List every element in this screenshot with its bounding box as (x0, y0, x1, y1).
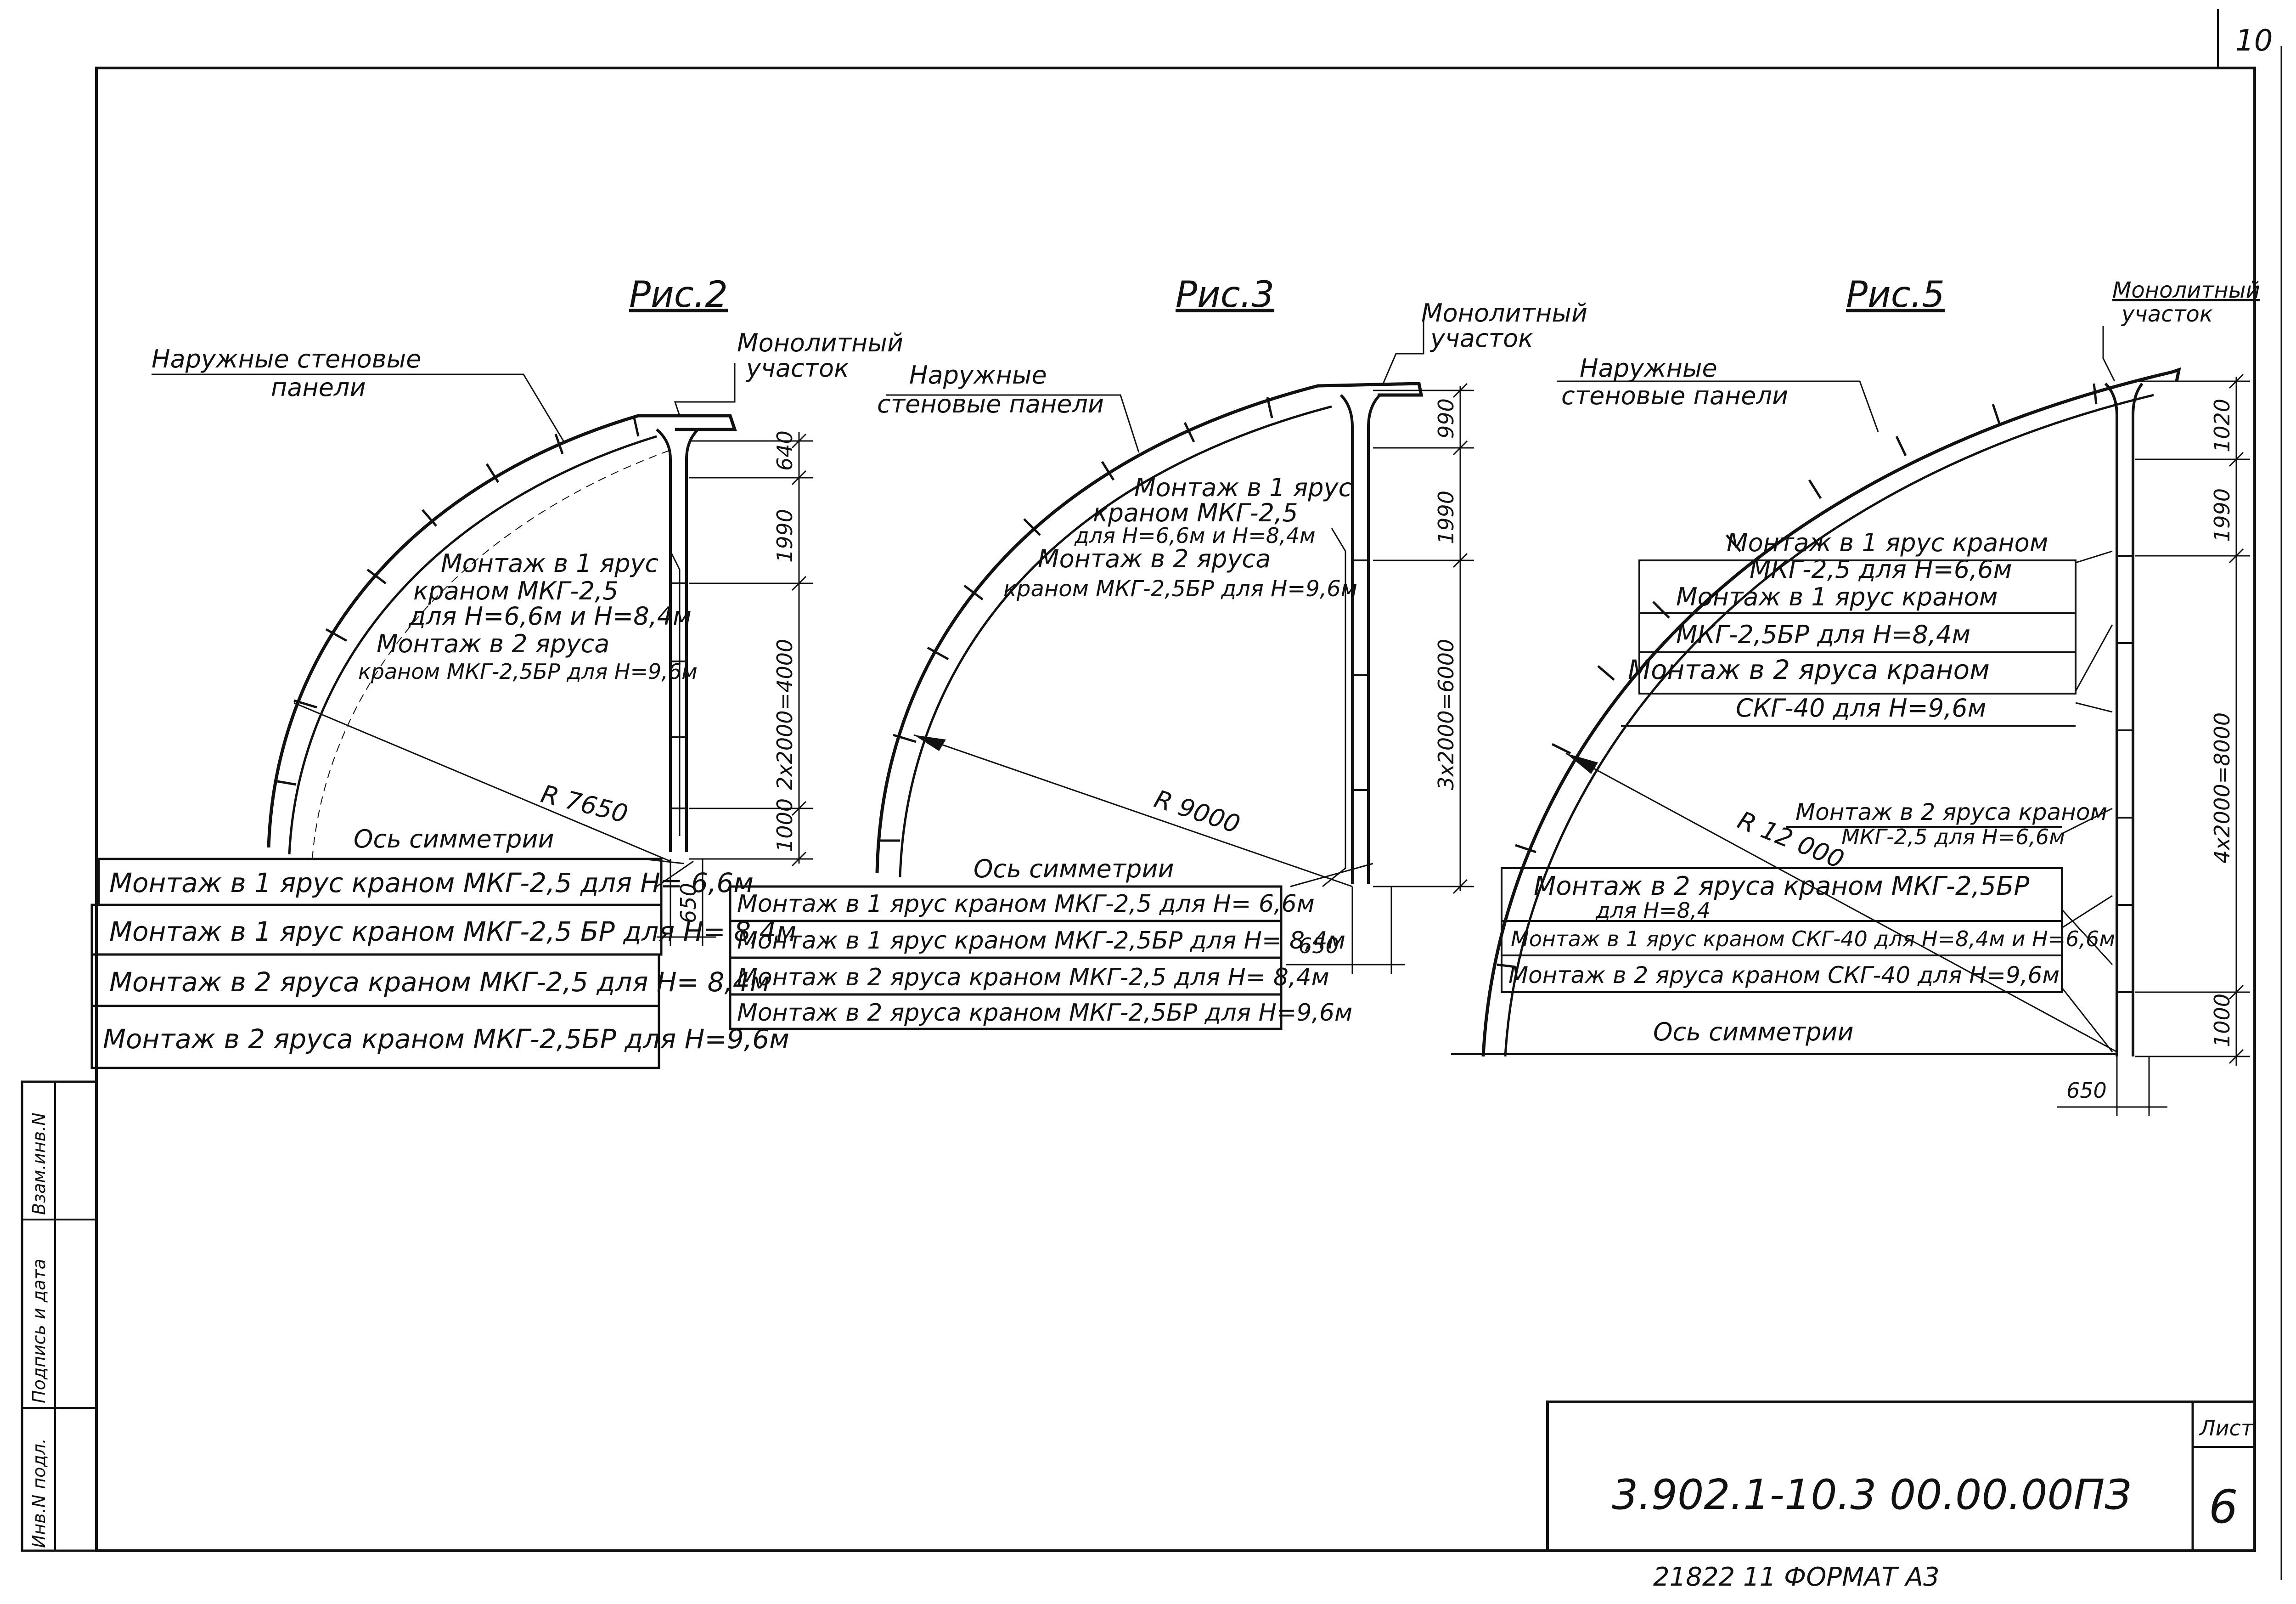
fig2-mono-2: участок (745, 354, 849, 383)
fig3-axis-label: Ось симметрии (974, 854, 1174, 883)
fig5-block-row-1: Монтаж в 1 ярус краном (1727, 528, 2048, 557)
fig2-drawing (152, 363, 813, 946)
fig2-wall-label-2: панели (271, 373, 366, 402)
fig3-mount-1: Монтаж в 1 ярус (1134, 473, 1352, 502)
fig3-row-1: Монтаж в 1 ярус краном МКГ-2,5 для H= 6,… (737, 890, 1315, 918)
fig3-mount-3: для H=6,6м и H=8,4м (1074, 523, 1316, 548)
side-stamp (21, 1080, 98, 1552)
fig5-row-2: для H=8,4 (1595, 898, 1711, 923)
fig2-mono-1: Монолитный (737, 328, 903, 357)
fig5-table (1501, 826, 2063, 993)
fig3-wall-label-2: стеновые панели (877, 390, 1104, 418)
sheet-frame (95, 9, 2282, 1580)
fig3-dim-main: 3x2000=6000 (1434, 639, 1458, 790)
fig2-row-4: Монтаж в 2 яруса краном МКГ-2,5БР для H=… (103, 1023, 789, 1055)
stamp-replace-label: Взам.инв.N (29, 1113, 49, 1215)
fig3-mono-1: Монолитный (1421, 299, 1587, 328)
fig2-mount-1: Монтаж в 1 ярус (441, 549, 658, 578)
fig5-wall-label-2: стеновые панели (1561, 381, 1788, 410)
fig3-mount-4: Монтаж в 2 яруса (1038, 544, 1271, 573)
fig3-title: Рис.3 (1176, 274, 1274, 316)
title-block (1546, 1401, 2256, 1552)
fig5-block-row-3: Монтаж в 1 ярус краном (1676, 582, 1998, 611)
fig5-dim-1000: 1000 (2210, 994, 2234, 1047)
fig2-mount-4: Монтаж в 2 яруса (377, 629, 609, 658)
fig3-wall-label-1: Наружные (909, 361, 1047, 390)
stamp-signature-label: Подпись и дата (29, 1259, 49, 1403)
fig5-dim-650: 650 (2066, 1078, 2107, 1103)
stamp-inv-label: Инв.N подл. (29, 1438, 49, 1548)
fig3-row-3: Монтаж в 2 яруса краном МКГ-2,5 для H= 8… (737, 964, 1329, 991)
fig5-row-4: Монтаж в 2 яруса краном СКГ-40 для H=9,6… (1508, 962, 2060, 988)
fig5-dim-main: 4x2000=8000 (2210, 712, 2234, 864)
fig2-row-2: Монтаж в 1 ярус краном МКГ-2,5 БР для H=… (109, 916, 796, 947)
fig2-wall-label-1: Наружные стеновые (152, 345, 421, 373)
fig2-mount-2: краном МКГ-2,5 (413, 576, 619, 605)
top-number: 10 (2235, 24, 2273, 58)
fig5-mono-1: Монолитный (2112, 277, 2260, 303)
fig2-dim-640: 640 (772, 430, 797, 471)
fig3-row-4: Монтаж в 2 яруса краном МКГ-2,5БР для H=… (737, 999, 1352, 1027)
fig2-row-3: Монтаж в 2 яруса краном МКГ-2,5 для H= 8… (109, 966, 770, 998)
fig2-mount-3: для H=6,6м и H=8,4м (408, 602, 692, 631)
document-code: 3.902.1-10.3 00.00.00ПЗ (1612, 1471, 2131, 1519)
fig2-dim-main: 2x2000=4000 (772, 639, 797, 790)
fig3-mount-2: краном МКГ-2,5 (1093, 498, 1298, 527)
fig5-row-1: Монтаж в 2 яруса краном МКГ-2,5БР (1534, 871, 2029, 901)
fig5-axis-label: Ось симметрии (1653, 1017, 1854, 1046)
fig5-block-row-4: МКГ-2,5БР для H=8,4м (1676, 620, 1970, 649)
fig5-block-row-5: Монтаж в 2 яруса краном (1628, 654, 1990, 685)
sheet-list-label: Лист (2199, 1416, 2254, 1440)
fig2-radius-label: R 7650 (538, 779, 631, 829)
fig3-row-2: Монтаж в 1 ярус краном МКГ-2,5БР для H= … (737, 927, 1345, 954)
fig5-dim-1020: 1020 (2210, 399, 2234, 452)
fig5-block-row-2: МКГ-2,5 для H=6,6м (1750, 555, 2012, 584)
fig2-title: Рис.2 (629, 274, 728, 316)
fig3-radius-label: R 9000 (1151, 784, 1244, 839)
fig2-table (90, 858, 663, 1069)
fig3-mount-5: краном МКГ-2,5БР для H=9,6м (1003, 576, 1357, 602)
sheet-list-number: 6 (2209, 1480, 2238, 1534)
fig5-wall-label-1: Наружные (1580, 354, 1717, 383)
fig5-mono-2: участок (2121, 301, 2213, 327)
fig3-drawing (875, 317, 1474, 974)
fig2-mount-5: краном МКГ-2,5БР для H=9,6м (358, 659, 698, 684)
fig2-dim-1000: 1000 (772, 798, 797, 852)
fig5-dim-1990: 1990 (2210, 488, 2234, 542)
bottom-format-note: 21822 11 ФОРМАТ А3 (1653, 1562, 1940, 1592)
fig5-block-row-6: СКГ-40 для H=9,6м (1736, 694, 1986, 723)
fig3-table (729, 885, 1283, 1030)
fig3-dim-1990: 1990 (1434, 491, 1458, 544)
fig2-axis-label: Ось симметрии (354, 825, 554, 853)
fig5-row-3: Монтаж в 1 ярус краном СКГ-40 для H=8,4м… (1511, 926, 2115, 951)
fig2-row-1: Монтаж в 1 ярус краном МКГ-2,5 для H= 6,… (109, 867, 754, 898)
fig5-mount-a: Монтаж в 2 яруса краном (1795, 799, 2107, 825)
fig3-dim-990: 990 (1434, 398, 1458, 439)
fig2-dim-650: 650 (676, 883, 701, 923)
fig2-dim-1990: 1990 (772, 509, 797, 563)
fig5-mount-b: МКГ-2,5 для H=6,6м (1841, 825, 2065, 849)
fig3-dim-650: 650 (1299, 933, 1339, 958)
fig3-mono-2: участок (1429, 324, 1533, 353)
fig5-block (1621, 559, 2077, 727)
fig5-title: Рис.5 (1846, 274, 1945, 316)
fig5-drawing (1451, 326, 2250, 1116)
